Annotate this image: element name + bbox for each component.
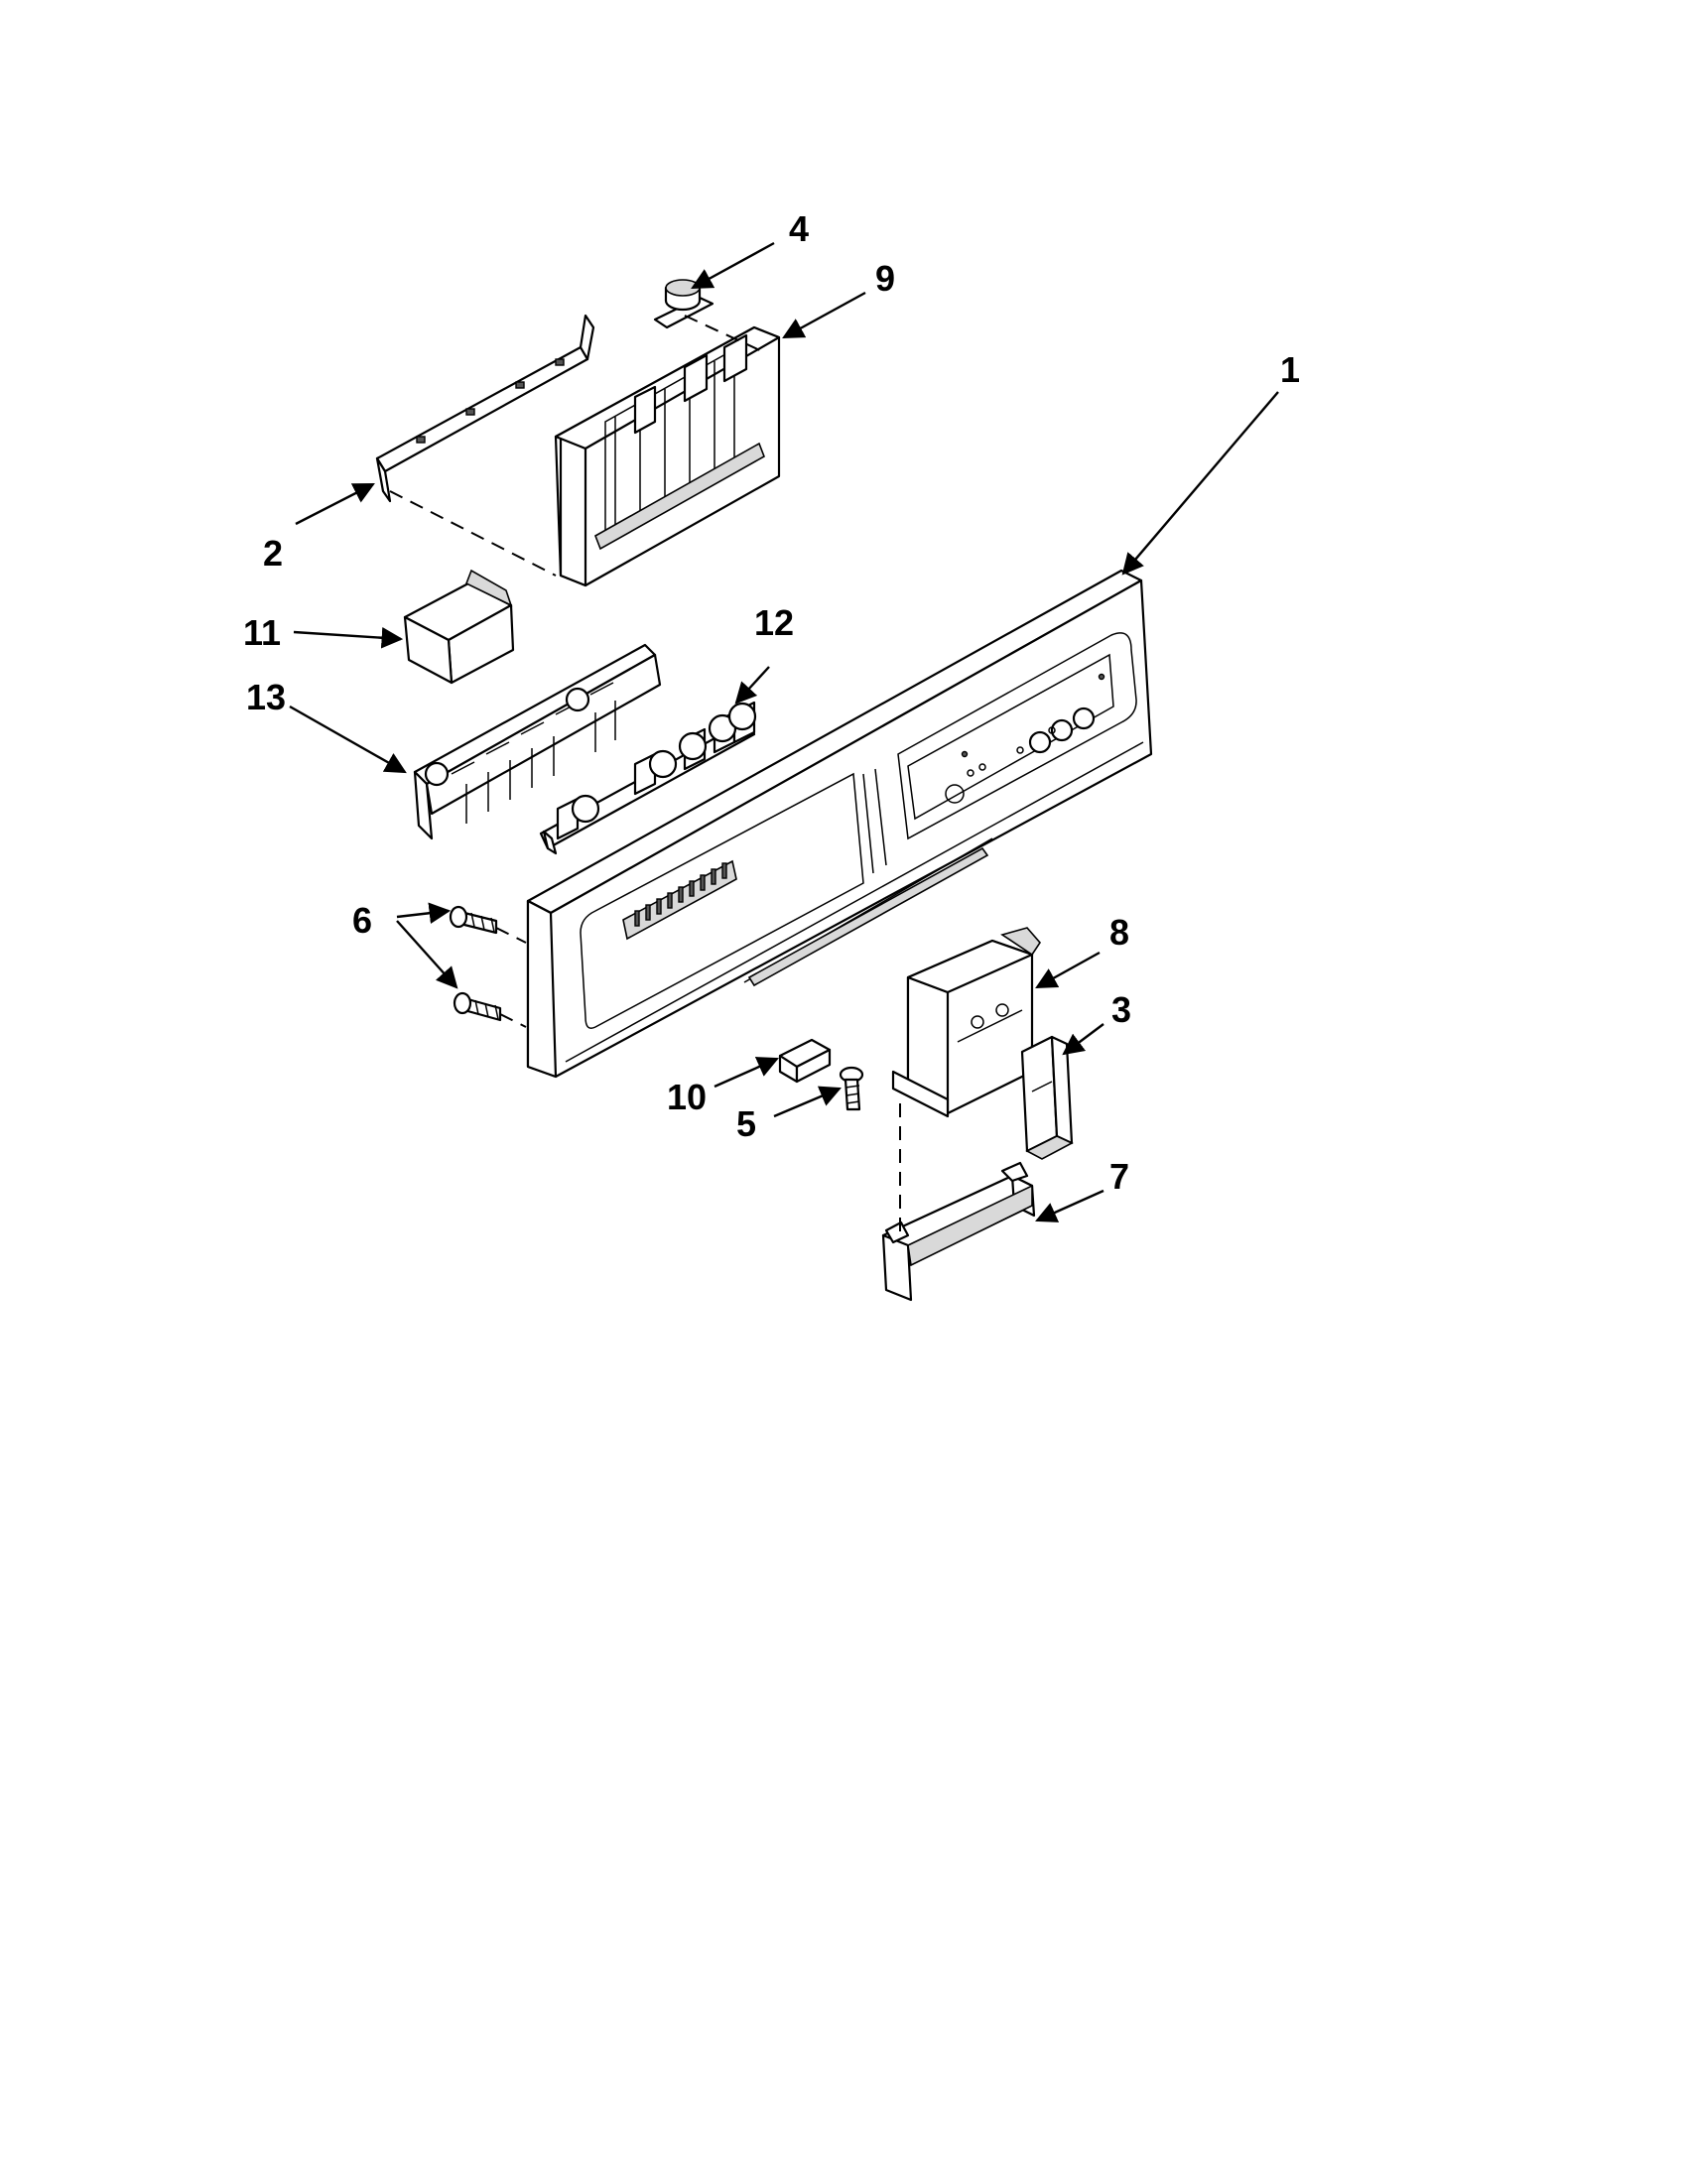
- callout-labels: 1 2 3 4 5 6 7 8 9 10 11 12 13: [243, 208, 1300, 1197]
- leader-7: [1035, 1189, 1104, 1222]
- leader-12: [734, 666, 770, 705]
- screw-part-6-upper: [449, 905, 498, 935]
- leader-4: [691, 241, 775, 290]
- callout-2: 2: [263, 533, 283, 574]
- leader-2: [295, 482, 375, 526]
- clip-part-3: [1020, 1035, 1074, 1160]
- leader-3: [1062, 1023, 1104, 1056]
- latch-part-8: [891, 927, 1042, 1118]
- leader-13: [289, 705, 407, 774]
- leader-lines: [289, 241, 1279, 1222]
- thermal-fuse-part-4: [653, 279, 714, 329]
- assembly-lines: [389, 315, 901, 1235]
- callout-12: 12: [754, 602, 794, 643]
- callout-13: 13: [246, 677, 286, 717]
- leader-6b: [396, 920, 458, 989]
- leader-11: [293, 626, 404, 649]
- switch-part-10: [778, 1038, 832, 1084]
- callout-3: 3: [1111, 989, 1131, 1030]
- leader-9: [782, 291, 866, 339]
- leader-6a: [396, 902, 452, 924]
- callout-6: 6: [352, 900, 372, 941]
- callout-10: 10: [667, 1077, 707, 1117]
- control-module-part-9: [554, 325, 781, 587]
- leader-10: [714, 1057, 779, 1089]
- callout-5: 5: [736, 1103, 756, 1144]
- callout-7: 7: [1109, 1156, 1129, 1197]
- callout-9: 9: [875, 258, 895, 299]
- screw-part-5: [839, 1066, 864, 1111]
- console-panel-part-1: [526, 569, 1153, 1079]
- handle-part-7: [881, 1161, 1036, 1302]
- screw-part-6-lower: [453, 991, 502, 1022]
- callout-11: 11: [243, 612, 281, 653]
- leader-8: [1035, 951, 1101, 989]
- cover-part-11: [403, 569, 515, 685]
- leader-5: [773, 1086, 842, 1118]
- bracket-part-2: [375, 314, 595, 503]
- button-bar-part-12: [465, 701, 757, 855]
- button-housing-part-13: [413, 643, 662, 840]
- callout-8: 8: [1109, 912, 1129, 953]
- callout-4: 4: [789, 208, 809, 249]
- leader-1: [1121, 391, 1279, 576]
- callout-1: 1: [1280, 349, 1300, 390]
